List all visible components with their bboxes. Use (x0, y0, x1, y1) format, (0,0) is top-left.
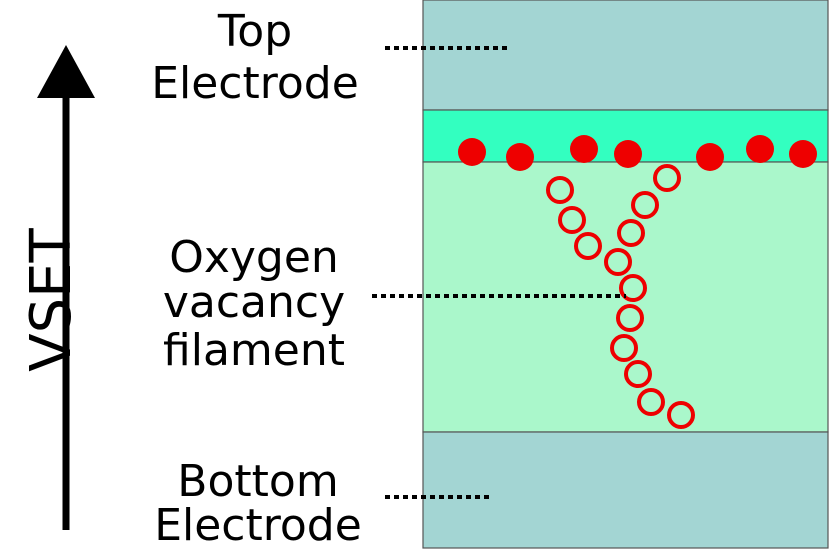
top-electrode-label-line-2: Electrode (151, 58, 359, 109)
top-electrode-label: Top Electrode (151, 6, 510, 109)
hollow-circle-icon (546, 176, 574, 204)
hollow-circle-icon (574, 232, 602, 260)
hollow-circle-icon (616, 304, 644, 332)
hollow-circle-icon (604, 248, 632, 276)
filament-label: Oxygen vacancy filament (163, 232, 626, 376)
top-electrode-label-line-1: Top (217, 6, 292, 57)
filled-circle-icon (458, 138, 486, 166)
hollow-circle-icon (610, 334, 638, 362)
hollow-circle-icon (631, 191, 659, 219)
hollow-circle-icon (624, 360, 652, 388)
filament-label-line-1: Oxygen (169, 232, 339, 283)
voltage-label: VSET (19, 227, 84, 371)
filled-circle-icon (570, 135, 598, 163)
hollow-circle-icon (667, 401, 695, 429)
oxygen-ions (458, 135, 817, 171)
filament-label-line-2: vacancy (163, 277, 345, 328)
hollow-circle-icon (653, 164, 681, 192)
filled-circle-icon (696, 143, 724, 171)
bottom-electrode-label-line-2: Electrode (154, 500, 362, 551)
hollow-circle-icon (637, 388, 665, 416)
upward-arrow-icon (37, 45, 95, 98)
bottom-electrode-label-line-1: Bottom (177, 456, 338, 507)
bottom-electrode-layer (422, 431, 829, 549)
hollow-circle-icon (619, 274, 647, 302)
vacancy-filament (546, 164, 695, 429)
device-stack (422, 0, 829, 549)
filament-label-line-3: filament (163, 325, 345, 376)
filled-circle-icon (614, 140, 642, 168)
top-electrode-layer (422, 0, 829, 111)
filled-circle-icon (506, 143, 534, 171)
hollow-circle-icon (617, 219, 645, 247)
filled-circle-icon (746, 135, 774, 163)
filled-circle-icon (789, 140, 817, 168)
voltage-arrow: VSET (19, 45, 95, 530)
hollow-circle-icon (558, 206, 586, 234)
bottom-electrode-label: Bottom Electrode (154, 456, 492, 551)
